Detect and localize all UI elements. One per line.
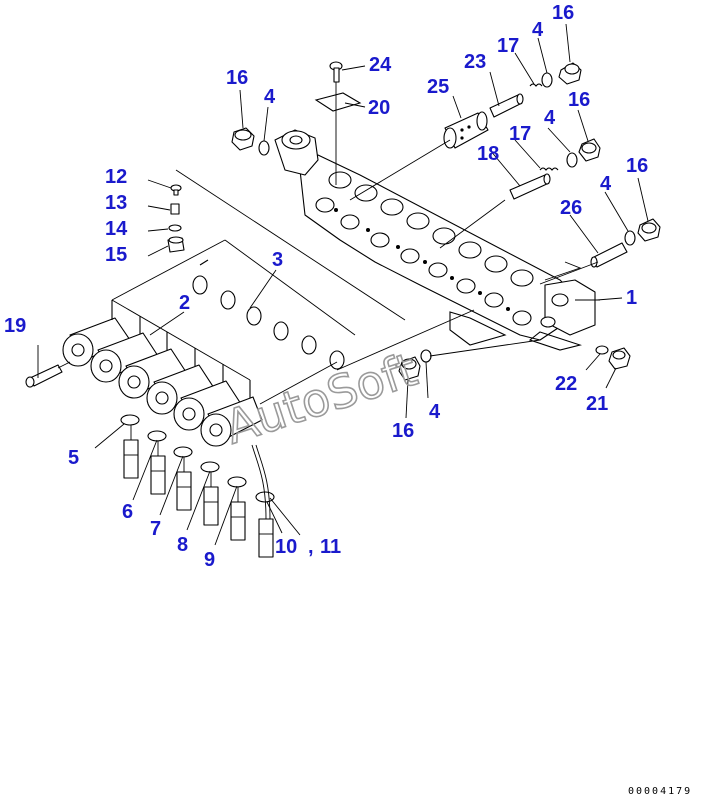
callout-16: 16	[226, 67, 248, 89]
callout-separator: ,	[308, 536, 314, 558]
plug-part-16	[231, 127, 270, 156]
callout-25: 25	[427, 76, 449, 98]
callout-1: 1	[626, 287, 637, 309]
plug-part-16	[624, 218, 661, 246]
callout-23: 23	[464, 51, 486, 73]
callout-4: 4	[544, 107, 556, 129]
callout-16: 16	[552, 2, 574, 24]
sleeve-part-25	[443, 111, 489, 149]
callout-22: 22	[555, 373, 577, 395]
callout-18: 18	[477, 143, 499, 165]
callout-3: 3	[272, 249, 283, 271]
explosion-lines	[57, 82, 600, 405]
callout-8: 8	[177, 534, 188, 556]
valve-body-part	[274, 129, 596, 351]
callout-17: 17	[509, 123, 531, 145]
callout-4: 4	[429, 401, 441, 423]
callout-5: 5	[68, 447, 79, 469]
callout-21: 21	[586, 393, 608, 415]
leader-lines	[37, 23, 649, 546]
callout-9: 9	[204, 549, 215, 571]
callout-17: 17	[497, 35, 519, 57]
plate-part-20	[314, 92, 362, 112]
callout-24: 24	[369, 54, 392, 76]
spool-part-18	[509, 173, 551, 200]
plug-part-21	[608, 347, 631, 370]
o-ring-part-22	[595, 345, 609, 355]
pin-part-26	[590, 242, 628, 268]
callout-6: 6	[122, 501, 133, 523]
callout-15: 15	[105, 244, 127, 266]
callout-19: 19	[4, 315, 26, 337]
callout-7: 7	[150, 518, 161, 540]
spool-part-23	[489, 93, 524, 118]
callout-4: 4	[264, 86, 276, 108]
plug-part-16	[398, 349, 432, 381]
callout-labels: 1 2 3 4 4 4 4 4 5 6 7 8 9 10 , 11 12 13 …	[4, 2, 648, 571]
callout-4: 4	[532, 19, 544, 41]
drawing-code: 00004179	[628, 786, 692, 797]
solenoid-set-2	[62, 300, 263, 447]
small-parts-12-15	[167, 184, 185, 253]
callout-26: 26	[560, 197, 582, 219]
callout-2: 2	[179, 292, 190, 314]
o-ring-set-3	[192, 259, 345, 370]
callout-11: 11	[320, 536, 341, 558]
callout-14: 14	[105, 218, 128, 240]
bolt-part-24	[329, 61, 343, 83]
callout-13: 13	[105, 192, 127, 214]
plug-part-16	[539, 138, 601, 171]
callout-12: 12	[105, 166, 127, 188]
callout-16: 16	[626, 155, 648, 177]
callout-10: 10	[275, 536, 297, 558]
callout-16: 16	[568, 89, 590, 111]
callout-16: 16	[392, 420, 414, 442]
bolt-part-19	[25, 364, 63, 388]
connector-set-5-11	[120, 414, 275, 558]
plug-part-16	[529, 62, 582, 88]
callout-20: 20	[368, 97, 390, 119]
callout-4: 4	[600, 173, 612, 195]
